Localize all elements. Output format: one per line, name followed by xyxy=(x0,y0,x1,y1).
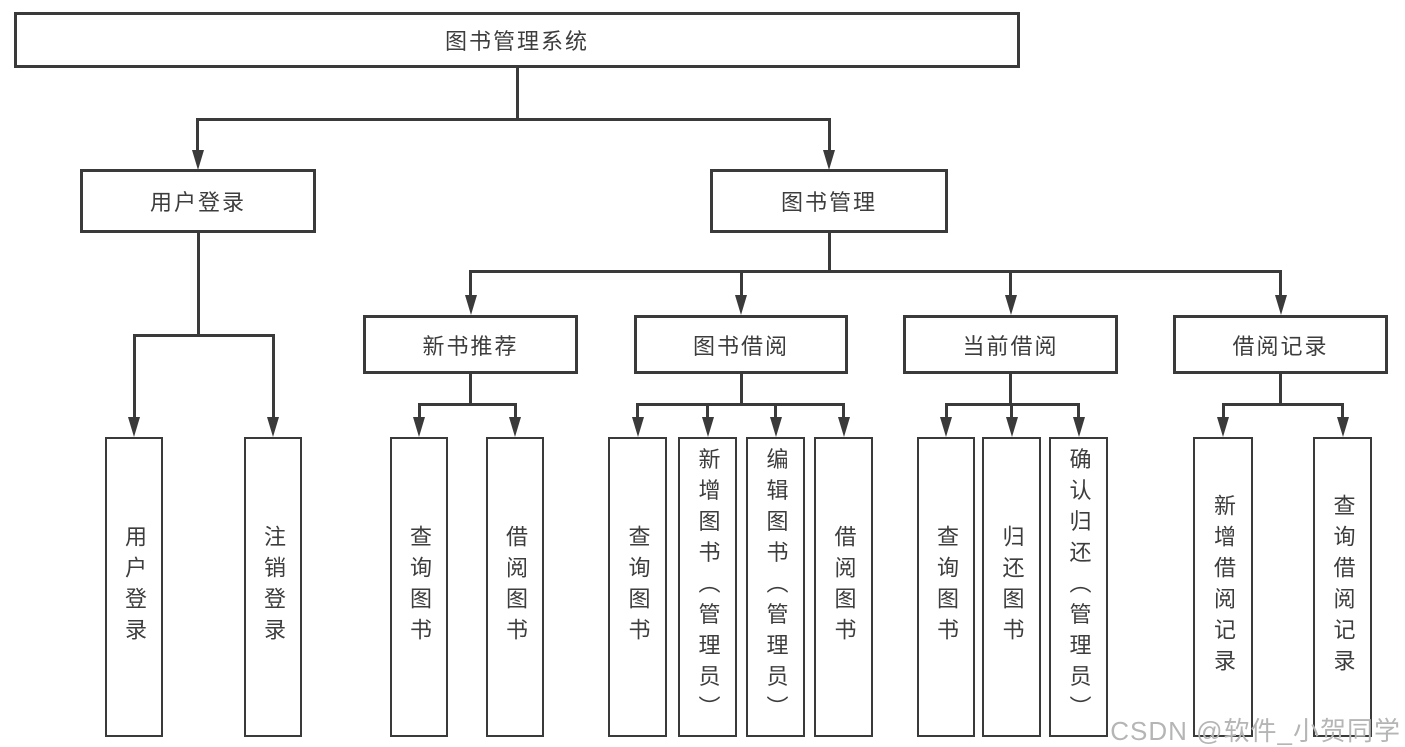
node-label: 借阅图书 xyxy=(831,525,857,649)
node-current-return-books: 归还图书 xyxy=(982,437,1041,737)
node-library-management-system: 图书管理系统 xyxy=(14,12,1020,68)
node-label: 编辑图书（管理员） xyxy=(763,447,789,727)
arrow-down-icon xyxy=(1072,417,1085,437)
arrow-down-icon xyxy=(464,295,477,315)
node-label: 借阅图书 xyxy=(503,525,528,649)
node-current-confirm-return-admin: 确认归还（管理员） xyxy=(1049,437,1108,737)
node-label: 查询图书 xyxy=(625,525,651,649)
connector-line xyxy=(827,233,831,271)
connector-line xyxy=(1077,403,1080,417)
node-label: 注销登录 xyxy=(261,525,286,649)
connector-line xyxy=(1221,403,1225,417)
node-label: 确认归还（管理员） xyxy=(1066,447,1092,727)
connector-line xyxy=(468,270,1282,273)
arrow-down-icon xyxy=(1274,295,1287,315)
node-current-borrowing: 当前借阅 xyxy=(903,315,1118,374)
arrow-down-icon xyxy=(769,417,782,437)
node-newrec-borrow-books: 借阅图书 xyxy=(486,437,544,737)
connector-line xyxy=(1221,403,1343,406)
node-user-login-leaf: 用户登录 xyxy=(105,437,163,737)
arrow-down-icon xyxy=(940,417,952,437)
arrow-down-icon xyxy=(128,417,140,437)
node-label: 查询图书 xyxy=(934,525,959,649)
connector-line xyxy=(515,68,519,121)
arrow-down-icon xyxy=(837,417,850,437)
node-borrowing-records: 借阅记录 xyxy=(1173,315,1388,374)
node-user-login-branch: 用户登录 xyxy=(80,169,316,233)
connector-line xyxy=(944,403,948,417)
arrow-down-icon xyxy=(267,417,279,437)
node-records-add-borrow-record: 新增借阅记录 xyxy=(1193,437,1253,737)
node-borrowing-borrow-books: 借阅图书 xyxy=(814,437,873,737)
connector-line xyxy=(196,118,831,121)
connector-line xyxy=(774,403,777,417)
arrow-down-icon xyxy=(701,417,714,437)
arrow-down-icon xyxy=(823,150,835,170)
connector-line xyxy=(469,374,472,404)
connector-line xyxy=(636,403,845,406)
node-borrowing-query-books: 查询图书 xyxy=(608,437,667,737)
node-book-management-branch: 图书管理 xyxy=(710,169,948,233)
connector-line xyxy=(513,403,517,417)
arrow-down-icon xyxy=(631,417,644,437)
connector-line xyxy=(417,403,421,417)
connector-line xyxy=(1010,403,1013,417)
node-book-borrowing: 图书借阅 xyxy=(634,315,848,374)
connector-line xyxy=(827,118,831,150)
arrow-down-icon xyxy=(1336,417,1349,437)
node-new-book-recommendation: 新书推荐 xyxy=(363,315,578,374)
arrow-down-icon xyxy=(1217,417,1229,437)
connector-line xyxy=(1009,270,1012,295)
connector-line xyxy=(132,334,136,417)
arrow-down-icon xyxy=(413,417,425,437)
node-label: 查询图书 xyxy=(407,525,432,649)
node-records-query-borrow-record: 查询借阅记录 xyxy=(1313,437,1372,737)
connector-line xyxy=(132,334,275,337)
arrow-down-icon xyxy=(1005,417,1018,437)
node-logout-leaf: 注销登录 xyxy=(244,437,302,737)
node-label: 新增借阅记录 xyxy=(1211,494,1236,680)
connector-line xyxy=(469,270,472,295)
connector-line xyxy=(1279,374,1282,404)
connector-line xyxy=(739,374,743,404)
node-borrowing-add-books-admin: 新增图书（管理员） xyxy=(678,437,737,737)
connector-line xyxy=(417,403,517,406)
connector-line xyxy=(271,334,275,417)
connector-line xyxy=(1279,270,1282,295)
connector-line xyxy=(1009,374,1012,404)
node-label: 用户登录 xyxy=(122,525,147,649)
connector-line xyxy=(706,403,709,417)
connector-line xyxy=(196,118,199,150)
node-label: 新增图书（管理员） xyxy=(695,447,721,727)
node-label: 查询借阅记录 xyxy=(1330,494,1356,680)
node-borrowing-edit-books-admin: 编辑图书（管理员） xyxy=(746,437,805,737)
connector-line xyxy=(842,403,845,417)
node-label: 归还图书 xyxy=(999,525,1025,649)
connector-line xyxy=(636,403,639,417)
node-newrec-query-books: 查询图书 xyxy=(390,437,448,737)
arrow-down-icon xyxy=(191,150,204,170)
connector-line xyxy=(739,270,743,295)
csdn-watermark: CSDN @软件_小贺同学 xyxy=(1110,716,1401,746)
arrow-down-icon xyxy=(735,295,747,315)
arrow-down-icon xyxy=(1004,295,1017,315)
connector-line xyxy=(1341,403,1344,417)
arrow-down-icon xyxy=(509,417,521,437)
connector-line xyxy=(196,233,200,335)
node-current-query-books: 查询图书 xyxy=(917,437,975,737)
